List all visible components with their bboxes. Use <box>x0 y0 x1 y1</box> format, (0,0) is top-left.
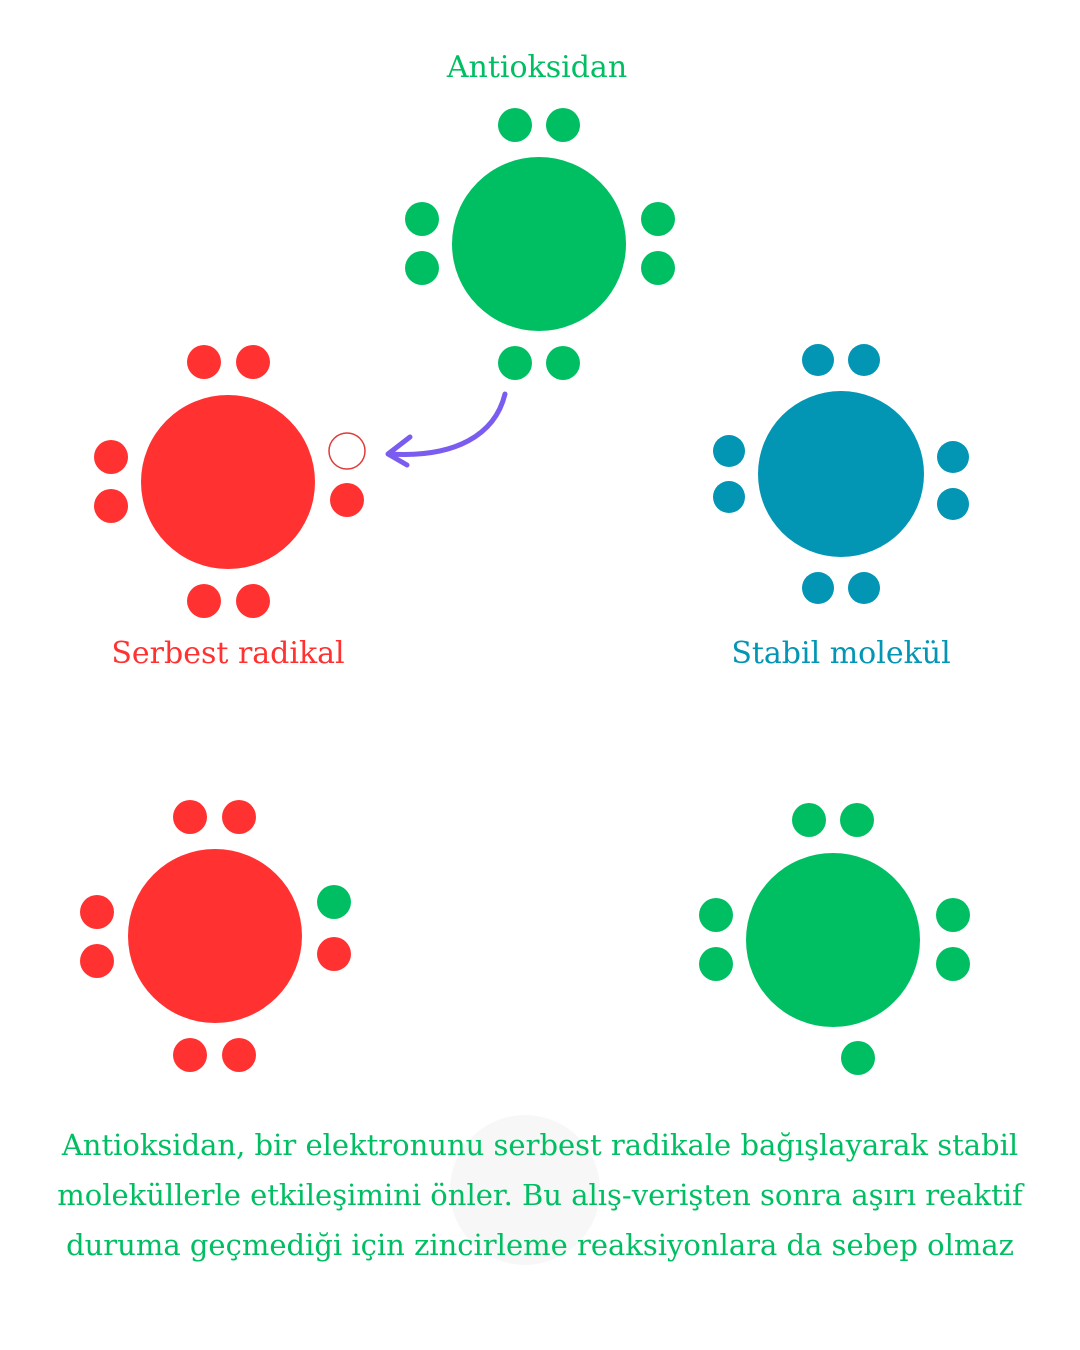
electron <box>848 344 880 376</box>
electron <box>187 584 221 618</box>
electron <box>699 898 733 932</box>
donated-electron <box>317 885 351 919</box>
electron <box>546 346 580 380</box>
electron <box>699 947 733 981</box>
donor-antioxidant-molecule <box>699 803 970 1075</box>
caption-line: moleküllerle etkileşimini önler. Bu alış… <box>57 1178 1023 1212</box>
caption-line: Antioksidan, bir elektronunu serbest rad… <box>61 1128 1019 1162</box>
electron <box>498 346 532 380</box>
free-radical-nucleus <box>141 395 315 569</box>
electron <box>641 202 675 236</box>
stable-molecule <box>713 344 969 604</box>
watermark <box>450 1115 600 1265</box>
electron <box>937 488 969 520</box>
antioxidant-molecule <box>405 108 675 380</box>
neutralized-radical-molecule <box>80 800 351 1072</box>
electron <box>94 489 128 523</box>
electron <box>405 251 439 285</box>
electron <box>187 345 221 379</box>
electron <box>841 1041 875 1075</box>
electron <box>546 108 580 142</box>
stable-molecule-label: Stabil molekül <box>731 636 951 671</box>
donor-antioxidant-nucleus <box>746 853 920 1027</box>
electron <box>317 937 351 971</box>
electron <box>330 483 364 517</box>
electron <box>80 944 114 978</box>
neutralized-radical-nucleus <box>128 849 302 1023</box>
electron <box>792 803 826 837</box>
missing-electron-slot <box>328 432 366 470</box>
antioxidant-label: Antioksidan <box>446 50 628 85</box>
electron <box>405 202 439 236</box>
stable-nucleus <box>758 391 924 557</box>
electron <box>802 344 834 376</box>
electron <box>94 440 128 474</box>
electron <box>848 572 880 604</box>
electron <box>173 1038 207 1072</box>
electron <box>840 803 874 837</box>
electron <box>222 1038 256 1072</box>
electron <box>713 435 745 467</box>
caption-line: duruma geçmediği için zincirleme reaksiy… <box>66 1228 1014 1262</box>
caption: Antioksidan, bir elektronunu serbest rad… <box>0 1120 1080 1270</box>
antioxidant-nucleus <box>452 157 626 331</box>
electron <box>222 800 256 834</box>
electron <box>498 108 532 142</box>
electron <box>236 345 270 379</box>
free-radical-molecule <box>94 345 366 618</box>
electron <box>713 481 745 513</box>
electron <box>641 251 675 285</box>
electron <box>936 898 970 932</box>
electron <box>173 800 207 834</box>
electron-transfer-arrow <box>385 391 508 468</box>
electron <box>937 441 969 473</box>
electron <box>802 572 834 604</box>
electron <box>80 895 114 929</box>
electron <box>936 947 970 981</box>
free-radical-label: Serbest radikal <box>111 636 345 671</box>
electron <box>236 584 270 618</box>
